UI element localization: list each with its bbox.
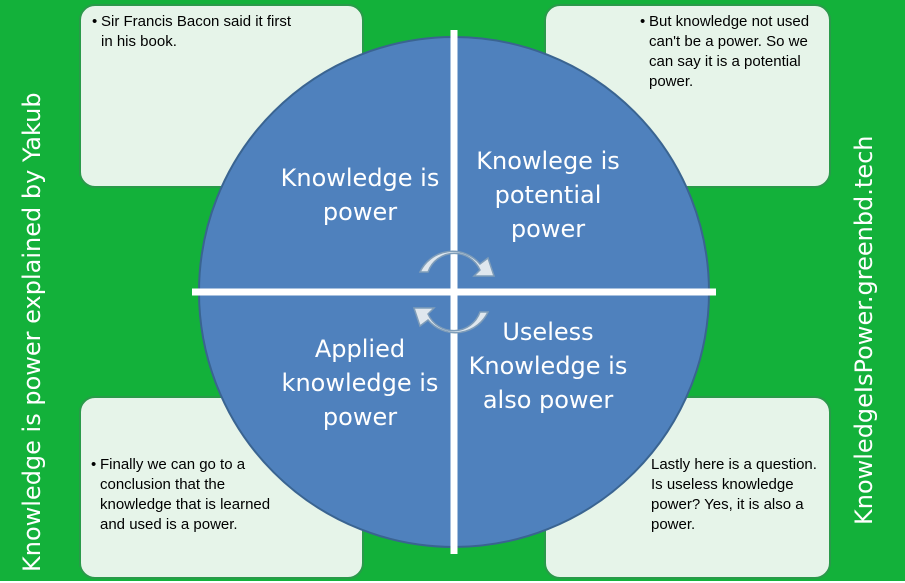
quadrant-top-left <box>197 35 455 293</box>
note-bottom-right: Lastly here is a question. Is useless kn… <box>651 456 817 533</box>
quadrant-label-bottom-left: Applied knowledge is power <box>281 335 439 431</box>
cycle-arrow-upper <box>418 250 496 277</box>
note-top-right: • But knowledge not used can't be a powe… <box>640 13 810 90</box>
quadrant-label-bottom-right: Useless Knowledge is also power <box>468 318 628 414</box>
quadrant-bottom-left <box>197 291 455 549</box>
quadrant-label-top-right: Knowlege is potential power <box>476 147 620 243</box>
cycle-arrow-lower <box>412 307 490 334</box>
note-top-left: • Sir Francis Bacon said it first in his… <box>92 13 292 50</box>
note-bottom-left: • Finally we can go to a conclusion that… <box>91 456 271 533</box>
quadrant-bottom-right <box>453 291 711 549</box>
quadrant-top-right <box>453 35 711 293</box>
quadrant-label-top-left: Knowledge is power <box>280 164 440 226</box>
circular-arrows-icon <box>412 250 496 334</box>
